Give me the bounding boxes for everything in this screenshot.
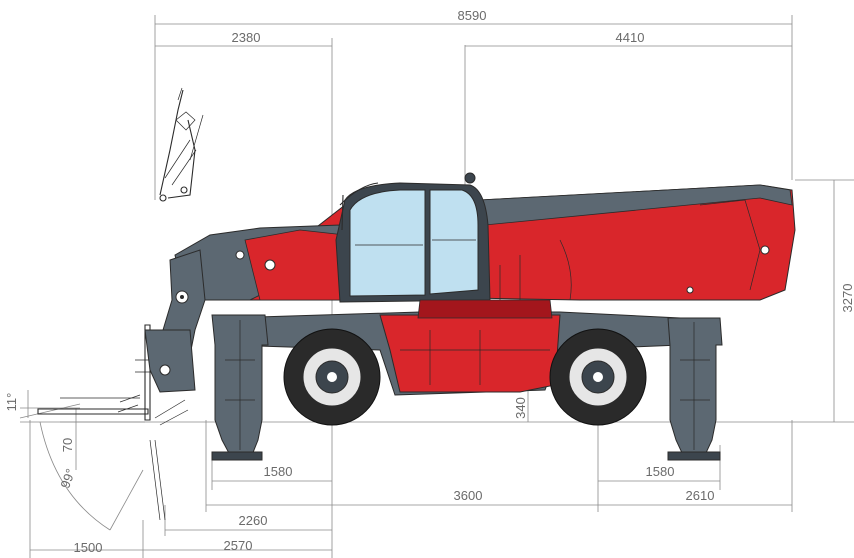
dim-overall-length: 8590: [458, 8, 487, 23]
dimension-labels: 8590 2380 4410 3270 340 1580 1580 3600 2…: [4, 8, 854, 555]
dim-left-outrigger: 1580: [264, 464, 293, 479]
dim-front-overhang: 2380: [232, 30, 261, 45]
dim-front-to-axle: 2260: [239, 513, 268, 528]
rear-wheel: [549, 328, 647, 426]
attachment-inset-sketch: [159, 87, 204, 202]
dim-ground-clearance: 340: [513, 397, 528, 419]
dim-wheelbase: 3600: [454, 488, 483, 503]
dim-crowd-angle: 99°: [57, 467, 78, 491]
dim-fork-reach: 2570: [224, 538, 253, 553]
dimension-lines: [19, 15, 854, 558]
front-wheel: [283, 328, 381, 426]
dim-rear-overhang: 2610: [686, 488, 715, 503]
dim-fork-height: 70: [60, 438, 75, 452]
fork-carriage: [37, 324, 189, 521]
dim-right-outrigger: 1580: [646, 464, 675, 479]
front-outriggers: [211, 314, 269, 461]
dim-tilt-angle: 11°: [4, 393, 19, 412]
dim-fork-length: 1500: [74, 540, 103, 555]
operator-cab: [335, 172, 491, 303]
dim-overall-height: 3270: [840, 284, 854, 313]
rear-outriggers: [667, 317, 723, 461]
dim-rear-section: 4410: [616, 30, 645, 45]
